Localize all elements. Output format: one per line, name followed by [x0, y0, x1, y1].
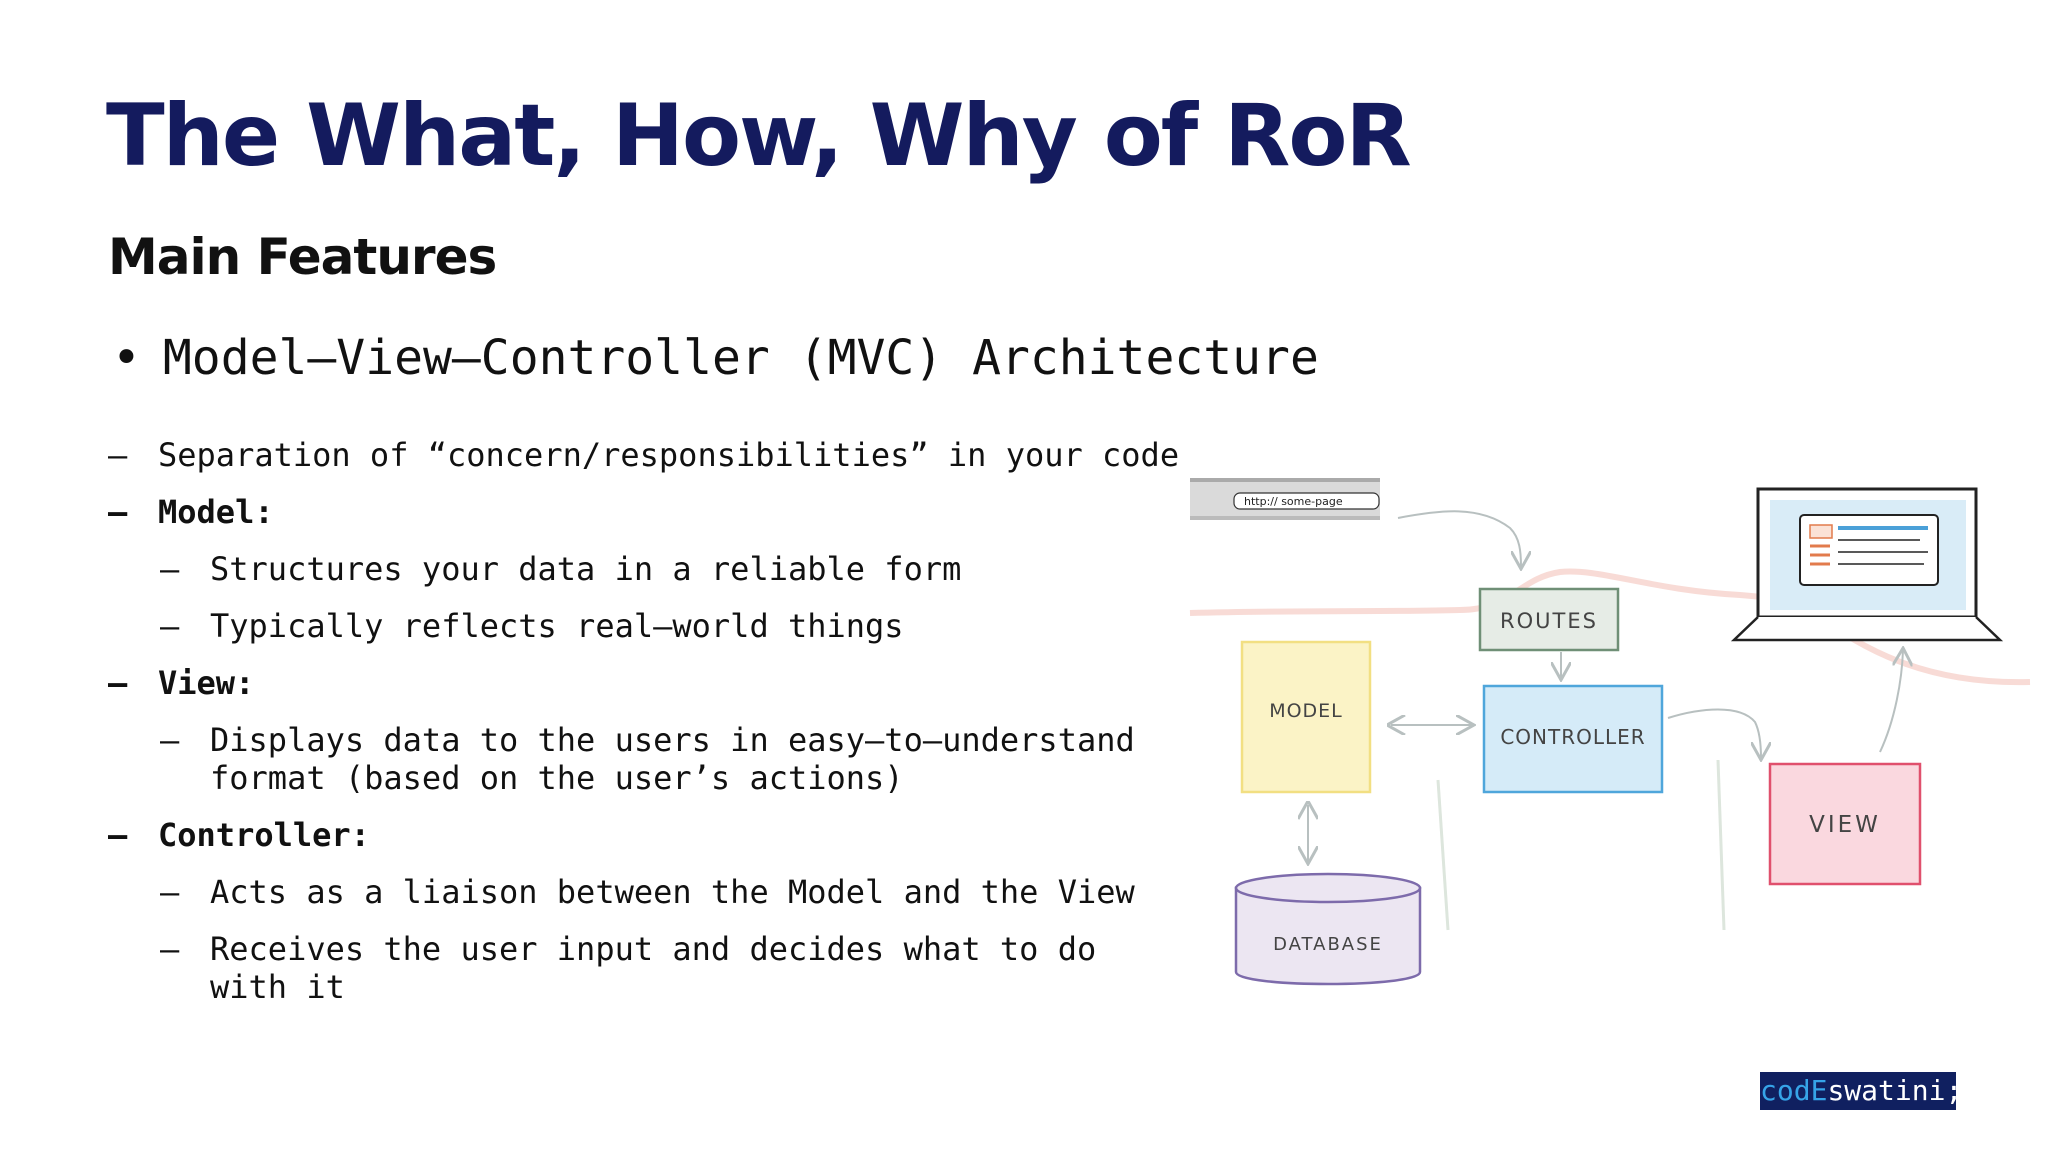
view-box: VIEW [1768, 762, 1922, 886]
controller-heading: Controller: [158, 816, 370, 854]
mvc-diagram: http:// some-page ROUTES MODEL CONTROLLE… [1189, 478, 2031, 986]
list-item-controller-1: –Acts as a liaison between the Model and… [160, 873, 1135, 911]
list-item-view-heading: –View: [108, 664, 254, 702]
main-bullet: • Model–View–Controller (MVC) Architectur… [112, 330, 1319, 386]
dash-icon: – [160, 607, 180, 645]
dash-icon: – [160, 721, 180, 759]
codeswatini-logo: codEswatini; [1760, 1072, 1962, 1110]
model-box: MODEL [1240, 640, 1372, 794]
list-item-controller-2: –Receives the user input and decides wha… [160, 930, 1096, 968]
logo-part-1: codE [1760, 1074, 1828, 1107]
laptop-icon [1730, 487, 2004, 642]
browser-url-bar: http:// some-page [1190, 478, 1380, 520]
controller-box: CONTROLLER [1482, 684, 1664, 794]
logo-part-2: swatini; [1827, 1074, 1963, 1107]
list-item-view-1: –Displays data to the users in easy–to–u… [160, 721, 1135, 759]
database-label: DATABASE [1273, 934, 1383, 955]
view-label: VIEW [1809, 812, 1881, 838]
url-text: http:// some-page [1244, 495, 1343, 508]
url-to-routes-arrow [1397, 510, 1521, 567]
decorative-stroke [1716, 759, 1726, 931]
decorative-stroke [1436, 779, 1450, 931]
database-cylinder: DATABASE [1234, 872, 1422, 986]
list-item-text: Separation of “concern/responsibilities”… [158, 436, 1180, 474]
dash-icon: – [160, 873, 180, 911]
list-item-continuation: with it [210, 968, 345, 1006]
list-item-separation: –Separation of “concern/responsibilities… [108, 436, 1179, 474]
dash-icon: – [160, 550, 180, 588]
list-item-text: Displays data to the users in easy–to–un… [210, 721, 1135, 759]
dash-icon: – [108, 664, 128, 702]
controller-to-view-arrow [1667, 708, 1761, 759]
routes-box: ROUTES [1478, 587, 1620, 652]
list-item-model-2: –Typically reflects real–world things [160, 607, 904, 645]
list-item-controller-heading: –Controller: [108, 816, 370, 854]
routes-label: ROUTES [1500, 609, 1598, 633]
list-item-text: Typically reflects real–world things [210, 607, 904, 645]
model-label: MODEL [1269, 700, 1343, 722]
dash-icon: – [160, 930, 180, 968]
list-item-model-1: –Structures your data in a reliable form [160, 550, 961, 588]
bullet-icon: • [112, 330, 141, 386]
view-heading: View: [158, 664, 255, 702]
main-bullet-text: Model–View–Controller (MVC) Architecture [162, 330, 1319, 386]
dash-icon: – [108, 493, 128, 531]
slide-subtitle: Main Features [108, 228, 497, 286]
list-item-continuation: format (based on the user’s actions) [210, 759, 904, 797]
list-item-text: Receives the user input and decides what… [210, 930, 1097, 968]
slide-title: The What, How, Why of RoR [106, 86, 1412, 186]
list-item-text: Acts as a liaison between the Model and … [210, 873, 1135, 911]
controller-label: CONTROLLER [1500, 725, 1645, 749]
view-to-laptop-arrow [1879, 650, 1903, 753]
model-heading: Model: [158, 493, 274, 531]
list-item-text: Structures your data in a reliable form [210, 550, 962, 588]
dash-icon: – [108, 436, 128, 474]
list-item-model-heading: –Model: [108, 493, 274, 531]
dash-icon: – [108, 816, 128, 854]
